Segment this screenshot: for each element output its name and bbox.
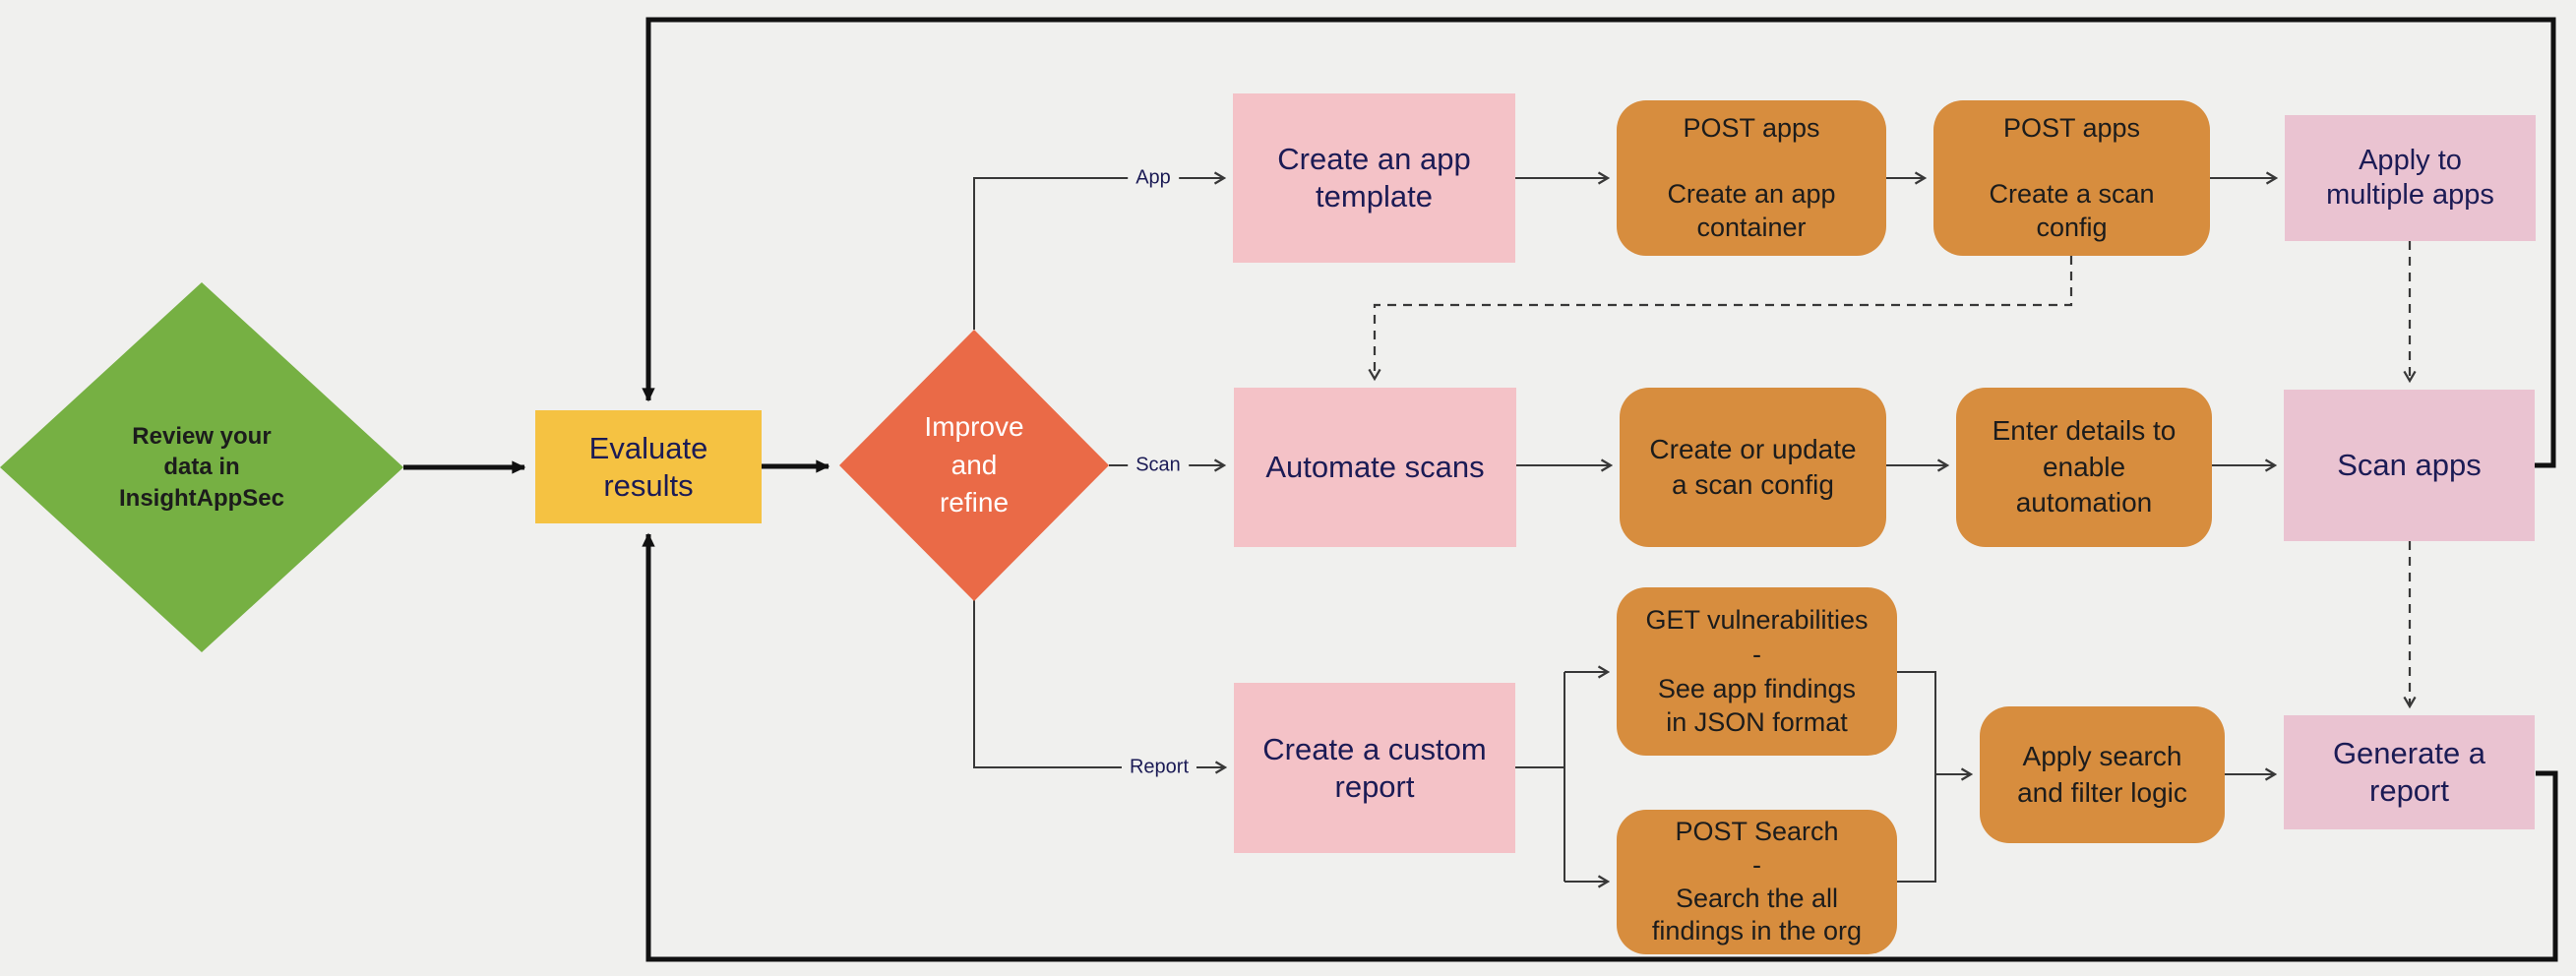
- edge-scan-apps-to-evaluate-loop: [642, 17, 2556, 468]
- node-create-or-update-scan-config: Create or update a scan config: [1620, 388, 1886, 547]
- node-post-apps-create-scan-config: POST apps Create a scan config: [1933, 100, 2210, 256]
- node-get-vulnerabilities-label: GET vulnerabilities - See app findings i…: [1645, 605, 1869, 738]
- node-scan-apps: Scan apps: [2284, 390, 2535, 541]
- node-create-or-update-scan-config-label: Create or update a scan config: [1649, 433, 1857, 500]
- node-apply-to-multiple-apps-label: Apply to multiple apps: [2326, 144, 2494, 211]
- node-automate-scans: Automate scans: [1234, 388, 1516, 547]
- node-review-data-label: Review your data in InsightAppSec: [118, 423, 284, 512]
- edge-generate-to-evaluate-loop: [642, 532, 2558, 962]
- node-generate-report: Generate a report: [2284, 715, 2535, 829]
- node-create-custom-report-label: Create a custom report: [1262, 731, 1487, 804]
- edge-improve-to-template: [973, 171, 1227, 330]
- node-post-apps-create-container: POST apps Create an app container: [1617, 100, 1886, 256]
- node-post-apps-create-scan-config-label: POST apps Create a scan config: [1989, 112, 2155, 242]
- node-apply-search-filter-logic: Apply search and filter logic: [1980, 706, 2225, 843]
- node-scan-apps-label: Scan apps: [2337, 448, 2482, 483]
- node-get-vulnerabilities: GET vulnerabilities - See app findings i…: [1617, 587, 1897, 756]
- node-evaluate-results: Evaluate results: [535, 410, 762, 523]
- node-generate-report-label: Generate a report: [2332, 736, 2486, 808]
- node-apply-to-multiple-apps: Apply to multiple apps: [2285, 115, 2536, 241]
- edge-custom-report-split-bracket: [1515, 672, 1565, 882]
- node-post-search: POST Search - Search the all findings in…: [1617, 810, 1897, 954]
- node-post-search-label: POST Search - Search the all findings in…: [1651, 817, 1863, 946]
- edge-post-scan-config-to-automate-dashed: [1368, 256, 2073, 382]
- edge-label-report: Report: [1121, 755, 1197, 780]
- node-enter-details-enable-automation-label: Enter details to enable automation: [1992, 415, 2177, 518]
- node-enter-details-enable-automation: Enter details to enable automation: [1956, 388, 2212, 547]
- node-create-app-template: Create an app template: [1233, 93, 1515, 263]
- node-improve-and-refine-label: Improve and refine: [924, 411, 1024, 518]
- node-create-custom-report: Create a custom report: [1234, 683, 1515, 853]
- edge-label-scan: Scan: [1128, 453, 1189, 478]
- node-apply-search-filter-logic-label: Apply search and filter logic: [2017, 741, 2187, 808]
- node-automate-scans-label: Automate scans: [1265, 450, 1485, 485]
- node-post-apps-create-container-label: POST apps Create an app container: [1667, 112, 1836, 242]
- edge-improve-to-custom-report: [973, 600, 1228, 774]
- edge-label-app: App: [1128, 165, 1179, 191]
- node-create-app-template-label: Create an app template: [1277, 142, 1471, 214]
- node-evaluate-results-label: Evaluate results: [588, 430, 708, 503]
- edge-merge-bracket: [1897, 671, 1936, 883]
